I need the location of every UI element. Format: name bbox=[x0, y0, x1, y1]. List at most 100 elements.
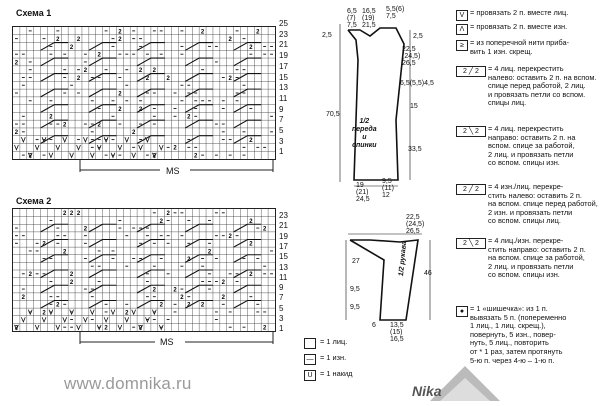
scheme1-title: Схема 1 bbox=[16, 8, 52, 18]
body-dim-height-total: 70,5 bbox=[326, 111, 340, 118]
svg-text:2: 2 bbox=[118, 37, 122, 43]
legend-text: = 4 изн./лиц. перекре- стить налево: ост… bbox=[488, 182, 598, 226]
body-dim-top-right: 5,5(6) 7,5 bbox=[386, 6, 405, 20]
svg-text:2: 2 bbox=[173, 146, 177, 152]
sleeve-dim-right-a: 46 bbox=[424, 270, 432, 277]
nika-logo-icon bbox=[430, 366, 500, 401]
row-number: 11 bbox=[279, 272, 288, 282]
legend-text: = провязать 2 п. вместе лиц. bbox=[470, 8, 569, 17]
svg-text:2: 2 bbox=[63, 211, 67, 217]
svg-text:2: 2 bbox=[201, 303, 205, 309]
legend-text: = 4 лиц./изн. перекре- стить направо: ос… bbox=[488, 236, 586, 280]
row-number: 23 bbox=[279, 29, 288, 39]
body-dim-right-c: 6,5(5,5)4,5 bbox=[400, 80, 434, 87]
bottom-legend-text: = 1 лиц. bbox=[320, 337, 348, 346]
bottom-legend-text: = 1 накид bbox=[320, 369, 353, 378]
svg-text:2: 2 bbox=[249, 45, 253, 51]
svg-text:2: 2 bbox=[70, 280, 74, 286]
cross-right-ts-icon: 2 ╲ 2 bbox=[456, 238, 486, 249]
svg-text:2: 2 bbox=[139, 68, 143, 74]
scheme2-title: Схема 2 bbox=[16, 196, 52, 206]
row-number: 7 bbox=[279, 293, 284, 303]
row-number: 7 bbox=[279, 115, 284, 125]
scheme2-ms-bracket bbox=[79, 332, 274, 344]
svg-text:2: 2 bbox=[70, 211, 74, 217]
svg-text:2: 2 bbox=[63, 249, 67, 255]
body-dim-right-e: 33,5 bbox=[408, 146, 422, 153]
svg-text:2: 2 bbox=[208, 249, 212, 255]
svg-text:2: 2 bbox=[56, 303, 60, 309]
body-pattern-shape bbox=[339, 24, 411, 187]
row-number: 9 bbox=[279, 283, 284, 293]
svg-text:2: 2 bbox=[263, 226, 267, 232]
svg-text:2: 2 bbox=[201, 29, 205, 35]
svg-text:2: 2 bbox=[118, 29, 122, 35]
body-dim-bottom-b: 9,5 (11) 12 bbox=[382, 178, 394, 199]
svg-text:2: 2 bbox=[70, 272, 74, 278]
svg-text:2: 2 bbox=[222, 280, 226, 286]
svg-text:2: 2 bbox=[146, 76, 150, 82]
row-number: 3 bbox=[279, 314, 284, 323]
body-dim-right-a: 2,5 bbox=[413, 33, 423, 40]
lambda-symbol-icon: Λ bbox=[456, 24, 468, 35]
row-number: 11 bbox=[279, 93, 288, 103]
yarnover-symbol-icon: U bbox=[304, 370, 316, 381]
row-number: 21 bbox=[279, 40, 288, 50]
add-symbol-icon: ≥ bbox=[456, 40, 468, 51]
svg-text:2: 2 bbox=[98, 53, 102, 59]
row-number: 1 bbox=[279, 324, 284, 334]
svg-text:2: 2 bbox=[22, 295, 26, 301]
row-number: 15 bbox=[279, 252, 288, 262]
body-dim-right-b: 22,5 (24,5) 26,5 bbox=[402, 46, 421, 67]
svg-text:2: 2 bbox=[42, 310, 46, 316]
sleeve-dim-left-b: 9,5 bbox=[350, 286, 360, 293]
v-symbol-icon: V bbox=[456, 10, 468, 21]
row-number: 5 bbox=[279, 303, 284, 313]
brand-logo: Nika bbox=[412, 383, 442, 399]
svg-text:2: 2 bbox=[222, 295, 226, 301]
body-dim-top-mid: 16,5 (19) 21,5 bbox=[362, 8, 376, 29]
svg-text:2: 2 bbox=[63, 122, 67, 128]
svg-text:2: 2 bbox=[249, 219, 253, 225]
svg-text:2: 2 bbox=[77, 211, 81, 217]
legend-text: = провязать 2 п. вместе изн. bbox=[470, 22, 568, 31]
svg-text:2: 2 bbox=[166, 76, 170, 82]
sleeve-dim-left-a: 27 bbox=[352, 258, 360, 265]
svg-text:2: 2 bbox=[56, 37, 60, 43]
row-number: 1 bbox=[279, 147, 284, 157]
svg-text:2: 2 bbox=[160, 219, 164, 225]
row-number: 3 bbox=[279, 136, 284, 146]
svg-text:2: 2 bbox=[180, 295, 184, 301]
svg-text:2: 2 bbox=[229, 37, 233, 43]
row-number: 17 bbox=[279, 61, 288, 71]
body-dim-left-a: 2,5 bbox=[322, 32, 332, 39]
cross-right-2-2-icon: 2 ╲ 2 bbox=[456, 126, 486, 137]
body-dim-bottom-a: 19 (21) 24,5 bbox=[356, 182, 370, 203]
svg-text:2: 2 bbox=[166, 211, 170, 217]
sleeve-pattern-shape bbox=[345, 233, 431, 321]
cross-left-ts-icon: 2 ╱ 2 bbox=[456, 184, 486, 195]
footer-url[interactable]: www.domnika.ru bbox=[64, 374, 192, 393]
svg-text:2: 2 bbox=[118, 91, 122, 97]
svg-text:2: 2 bbox=[84, 226, 88, 232]
cross-left-2-2-icon: 2 ╱ 2 bbox=[456, 66, 486, 77]
svg-text:2: 2 bbox=[173, 287, 177, 293]
bottom-legend-text: = 1 изн. bbox=[320, 353, 347, 362]
svg-text:2: 2 bbox=[98, 122, 102, 128]
row-number: 5 bbox=[279, 126, 284, 135]
svg-text:2: 2 bbox=[49, 115, 53, 121]
svg-text:2: 2 bbox=[229, 234, 233, 240]
scheme1-ms-bracket bbox=[79, 160, 274, 172]
row-number: 13 bbox=[279, 83, 288, 93]
svg-text:2: 2 bbox=[249, 242, 253, 248]
legend-text: = 4 лиц. перекрестить направо: оставить … bbox=[488, 124, 576, 168]
knit-symbol-icon bbox=[304, 338, 316, 349]
row-number: 25 bbox=[279, 19, 288, 28]
scheme2-ms-label: MS bbox=[160, 337, 174, 347]
svg-text:2: 2 bbox=[77, 76, 81, 82]
purl-symbol-icon: — bbox=[304, 354, 316, 365]
